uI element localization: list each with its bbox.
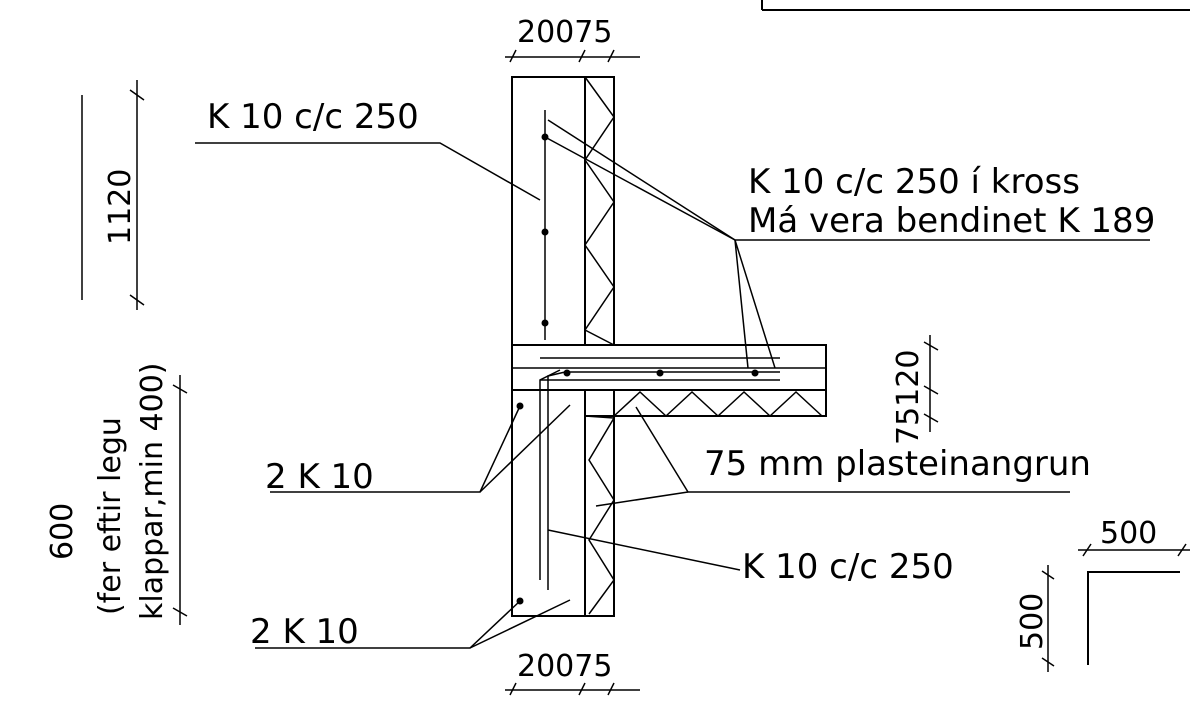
title-frame-corner [761,0,1190,11]
dim-bottom-width: 20075 [517,649,612,684]
rebar-dots [516,133,759,605]
dim-top-width: 20075 [517,15,612,50]
dim-corner-vertical: 500 [1015,593,1050,650]
foundation-wall [511,389,616,617]
dim-footing-note2: klappar,min 400) [135,362,170,620]
label-k10-bottom-right: K 10 c/c 250 [742,547,954,587]
label-bendinet: Má vera bendinet K 189 [748,201,1155,241]
label-k10-top-left: K 10 c/c 250 [207,97,419,137]
floor-slab [511,344,827,391]
leader-lines [195,119,1150,649]
dimension-lines [81,49,1190,696]
label-k10-cross: K 10 c/c 250 í kross [748,162,1080,202]
upper-wall [511,76,615,346]
upper-wall-insulation [583,76,615,346]
label-insulation: 75 mm plasteinangrun [704,444,1091,484]
dim-footing-600: 600 [45,503,80,560]
slab-insulation [584,389,827,418]
label-2k10-lower: 2 K 10 [250,612,359,652]
dim-wall-height: 1120 [103,169,138,245]
dim-corner-horizontal: 500 [1100,516,1157,551]
reinforcement-bars [539,110,780,590]
dim-slab: 75120 [891,350,926,445]
label-2k10-upper: 2 K 10 [265,457,374,497]
dim-footing-note1: (fer eftir legu [93,417,128,615]
